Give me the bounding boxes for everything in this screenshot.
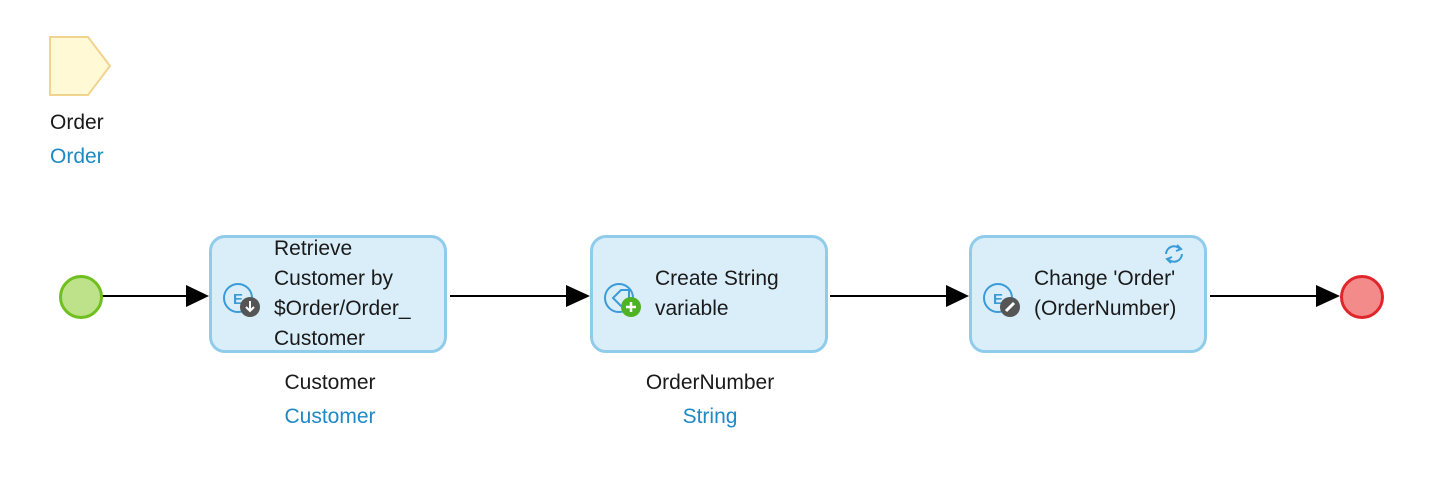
parameter-name: Order xyxy=(50,111,104,134)
retrieve-icon: E xyxy=(223,283,260,317)
refresh-icon xyxy=(1165,244,1183,264)
activity-change-object-label: Change 'Order' (OrderNumber) xyxy=(1034,238,1196,350)
flow-start-arrowhead xyxy=(186,285,209,307)
activity-create-variable[interactable]: Create String variable xyxy=(590,235,828,353)
flow-create-arrowhead xyxy=(566,285,590,307)
flow-change-arrowhead xyxy=(946,285,969,307)
svg-text:E: E xyxy=(233,291,243,308)
start-event[interactable] xyxy=(59,275,103,319)
output-variable-name: Customer xyxy=(284,371,376,394)
activity-change-object-text: Change 'Order' (OrderNumber) xyxy=(1034,267,1177,320)
activity-retrieve-label: Retrieve Customer by $Order/Order_ Custo… xyxy=(274,237,436,350)
output-variable-type: String xyxy=(682,405,738,428)
activity-change-object[interactable]: E Change 'Order' (OrderNumber) xyxy=(969,235,1207,353)
activity-create-variable-text: Create String variable xyxy=(655,267,779,320)
output-variable-type: Customer xyxy=(284,405,376,428)
change-object-icon: E xyxy=(983,283,1020,317)
activity-create-variable-label: Create String variable xyxy=(655,238,817,350)
parameter-type: Order xyxy=(50,145,104,168)
svg-text:E: E xyxy=(993,291,1003,308)
activity-retrieve[interactable]: E Retrieve Customer by $Order/Order_ Cus… xyxy=(209,235,447,353)
create-variable-icon xyxy=(604,283,641,317)
flow-end-arrowhead xyxy=(1316,285,1340,307)
parameter-shape[interactable] xyxy=(48,35,112,97)
output-variable-name: OrderNumber xyxy=(645,371,775,394)
end-event[interactable] xyxy=(1340,275,1384,319)
activity-retrieve-text: Retrieve Customer by $Order/Order_ Custo… xyxy=(274,237,411,350)
